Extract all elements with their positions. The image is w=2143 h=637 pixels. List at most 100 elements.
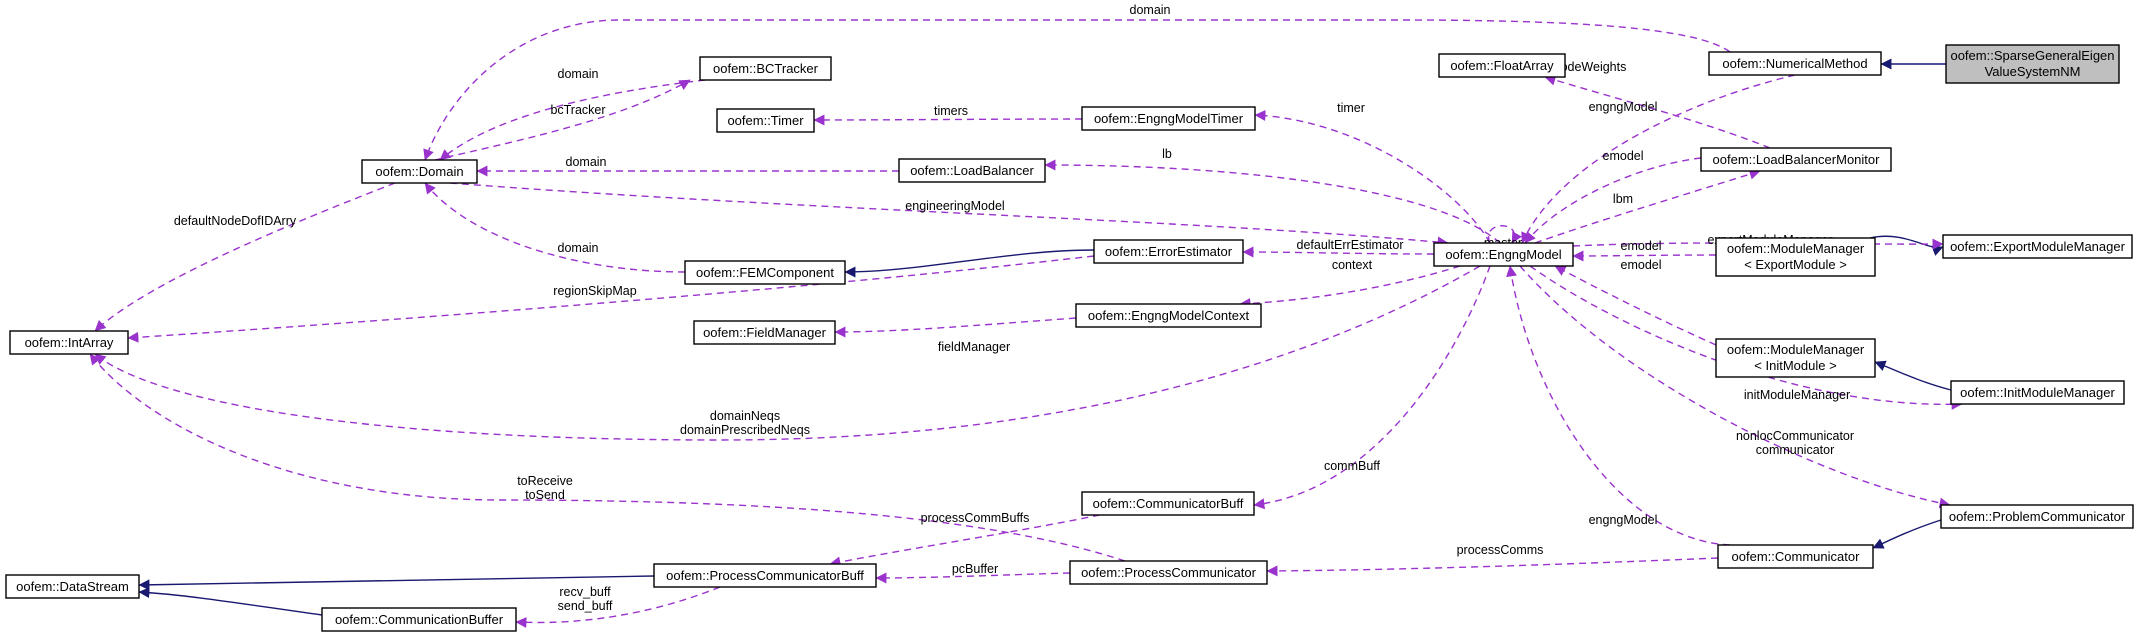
edge-label-domain-em: engineeringModel: [905, 199, 1004, 213]
node-module-manager-init-module[interactable]: oofem::ModuleManager < InitModule >: [1715, 338, 1876, 378]
node-sparse-general-eigen-value-system-nm[interactable]: oofem::SparseGeneralEigen ValueSystemNM: [1945, 44, 2120, 84]
edge-label-lb-domain: domain: [566, 155, 607, 169]
edge-label-domain-bct: bcTracker: [550, 103, 605, 117]
svg-text:oofem::ModuleManager: oofem::ModuleManager: [1727, 342, 1865, 357]
node-communicator[interactable]: oofem::Communicator: [1717, 544, 1874, 569]
svg-text:oofem::Timer: oofem::Timer: [727, 113, 804, 128]
usage-edge-emt-timer: [813, 114, 1083, 126]
usage-edge-nm-domain: [423, 19, 1731, 161]
usage-edge-em-master: [1487, 225, 1522, 244]
node-init-module-manager[interactable]: oofem::InitModuleManager: [1950, 380, 2125, 405]
edge-label-comm-pcomm: processComms: [1457, 543, 1544, 557]
usage-edge-domain-intarray: [94, 182, 396, 332]
usage-edge-em-pc: [1519, 265, 1951, 509]
svg-text:oofem::InitModuleManager: oofem::InitModuleManager: [1960, 385, 2115, 400]
node-load-balancer[interactable]: oofem::LoadBalancer: [898, 158, 1046, 183]
node-bc-tracker[interactable]: oofem::BCTracker: [699, 56, 832, 81]
node-communicator-buff[interactable]: oofem::CommunicatorBuff: [1081, 491, 1255, 516]
svg-text:oofem::ProblemCommunicator: oofem::ProblemCommunicator: [1949, 509, 2126, 524]
edge-label-em-errest: defaultErrEstimator: [1297, 238, 1404, 252]
svg-text:oofem::FieldManager: oofem::FieldManager: [703, 325, 827, 340]
node-problem-communicator[interactable]: oofem::ProblemCommunicator: [1940, 504, 2134, 529]
usage-edge-domain-em: [449, 182, 1449, 248]
svg-text:oofem::ErrorEstimator: oofem::ErrorEstimator: [1105, 244, 1233, 259]
svg-text:< InitModule >: < InitModule >: [1754, 358, 1836, 373]
usage-edge-em-lbm: [1534, 168, 1761, 244]
edge-label-pcomm-pcb: pcBuffer: [952, 562, 998, 576]
edge-label-em-lb: lb: [1162, 147, 1172, 161]
node-domain[interactable]: oofem::Domain: [361, 159, 478, 184]
inheritance-edge-inh-cbuf-ds: [138, 587, 323, 616]
edge-label-em-pc: nonlocCommunicator: [1736, 429, 1854, 443]
usage-edge-em-errest: [1242, 246, 1435, 258]
svg-text:oofem::ExportModuleManager: oofem::ExportModuleManager: [1950, 239, 2126, 254]
usage-edge-comm-pcomm: [1266, 557, 1719, 577]
inheritance-edge-inh-mmexp-emm: [1869, 235, 1944, 256]
edge-label-emt-timer: timers: [934, 104, 968, 118]
svg-text:oofem::DataStream: oofem::DataStream: [16, 579, 129, 594]
usage-edge-ctx-fm: [834, 317, 1077, 338]
inheritance-edge-inh-pc-comm: [1872, 519, 1942, 549]
usage-edge-em-imm: [1529, 265, 1963, 410]
usage-edge-cb-pcb: [829, 514, 1101, 568]
edge-label-em-commbuff: commBuff: [1324, 459, 1381, 473]
edge-label-fem-domain: domain: [558, 241, 599, 255]
node-engng-model-context[interactable]: oofem::EngngModelContext: [1075, 303, 1262, 328]
node-timer[interactable]: oofem::Timer: [716, 108, 815, 133]
inheritance-edge-inh-pcb-ds: [138, 575, 655, 591]
svg-text:oofem::EngngModelTimer: oofem::EngngModelTimer: [1094, 111, 1244, 126]
svg-text:oofem::NumericalMethod: oofem::NumericalMethod: [1722, 56, 1867, 71]
usage-edge-comm-em: [1506, 265, 1731, 546]
inheritance-edge-inh-errest-fem: [844, 249, 1095, 278]
usage-edge-fem-domain: [424, 182, 686, 273]
edge-label-nm-domain: domain: [1130, 3, 1171, 17]
node-communication-buffer[interactable]: oofem::CommunicationBuffer: [321, 607, 517, 632]
svg-text:oofem::Communicator: oofem::Communicator: [1732, 549, 1861, 564]
node-float-array[interactable]: oofem::FloatArray: [1438, 53, 1566, 78]
edge-label-pcomm-intarray: toSend: [525, 488, 565, 502]
node-int-array[interactable]: oofem::IntArray: [9, 330, 129, 355]
usage-edge-em-intarray: [94, 265, 1481, 441]
usage-edge-nm-engng: [1521, 74, 1796, 244]
node-fem-component[interactable]: oofem::FEMComponent: [684, 260, 846, 285]
svg-text:oofem::ProcessCommunicator: oofem::ProcessCommunicator: [1081, 565, 1257, 580]
svg-text:oofem::EngngModel: oofem::EngngModel: [1445, 247, 1561, 262]
edge-label-pcb-cbuf: send_buff: [558, 599, 613, 613]
edge-label-lbm-em: emodel: [1603, 149, 1644, 163]
edge-label-domain-intarray: defaultNodeDofIDArry: [174, 214, 297, 228]
node-load-balancer-monitor[interactable]: oofem::LoadBalancerMonitor: [1700, 147, 1892, 172]
edge-label-mmexp-em: emodel: [1621, 239, 1662, 253]
svg-text:oofem::CommunicatorBuff: oofem::CommunicatorBuff: [1093, 496, 1244, 511]
node-module-manager-export-module[interactable]: oofem::ModuleManager < ExportModule >: [1715, 237, 1876, 277]
svg-text:oofem::Domain: oofem::Domain: [375, 164, 463, 179]
edge-label-mminit-em: emodel: [1621, 258, 1662, 272]
svg-text:oofem::ModuleManager: oofem::ModuleManager: [1727, 241, 1865, 256]
node-data-stream[interactable]: oofem::DataStream: [5, 574, 140, 599]
usage-edge-bct-domain: [439, 79, 706, 161]
svg-text:oofem::ProcessCommunicatorBuff: oofem::ProcessCommunicatorBuff: [666, 568, 864, 583]
node-engng-model[interactable]: oofem::EngngModel: [1433, 242, 1574, 267]
edge-label-pcomm-intarray: toReceive: [517, 474, 573, 488]
usage-edge-errest-intarray: [127, 255, 1095, 343]
edge-label-bct-domain: domain: [558, 67, 599, 81]
usage-edge-lbm-floatarray: [1544, 74, 1771, 149]
edge-label-em-emt: timer: [1337, 101, 1365, 115]
usage-edge-domain-bct: [434, 79, 691, 161]
node-numerical-method[interactable]: oofem::NumericalMethod: [1708, 51, 1882, 76]
node-process-communicator-buff[interactable]: oofem::ProcessCommunicatorBuff: [653, 563, 877, 588]
edge-label-em-pc: communicator: [1756, 443, 1835, 457]
edge-label-ctx-fm: fieldManager: [938, 340, 1010, 354]
svg-text:oofem::IntArray: oofem::IntArray: [25, 335, 114, 350]
node-error-estimator[interactable]: oofem::ErrorEstimator: [1093, 239, 1244, 264]
edge-label-em-ctx: context: [1332, 258, 1373, 272]
node-field-manager[interactable]: oofem::FieldManager: [693, 320, 836, 345]
usage-edge-lbm-em: [1524, 157, 1702, 244]
node-process-communicator[interactable]: oofem::ProcessCommunicator: [1069, 560, 1268, 585]
usage-edge-pcomm-intarray: [89, 353, 1126, 562]
node-export-module-manager[interactable]: oofem::ExportModuleManager: [1942, 234, 2133, 259]
node-engng-model-timer[interactable]: oofem::EngngModelTimer: [1081, 106, 1256, 131]
edge-label-nm-engng: engngModel: [1589, 100, 1658, 114]
edge-label-errest-intarray: regionSkipMap: [553, 284, 636, 298]
edge-label-lbm-floatarray: nodeWeights: [1554, 60, 1627, 74]
edge-label-cb-pcb: processCommBuffs: [921, 511, 1030, 525]
